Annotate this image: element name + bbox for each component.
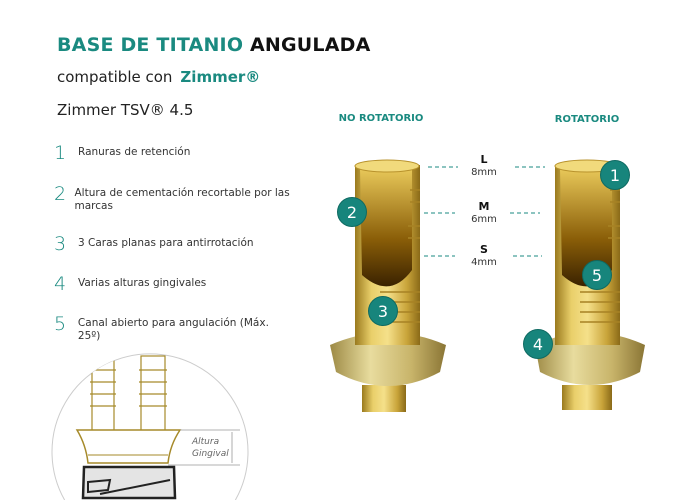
feature-text: Altura de cementación recortable por las… — [74, 187, 290, 212]
feature-item: 5 Canal abierto para angulación (Máx. 25º… — [54, 314, 294, 343]
feature-number: 2 — [54, 183, 67, 205]
collar — [330, 332, 446, 386]
feature-item: 2 Altura de cementación recortable por la… — [54, 184, 294, 213]
compatibility-line: compatible con Zimmer® — [57, 68, 260, 86]
feature-item: 1 Ranuras de retención — [54, 143, 294, 163]
feature-text: Varias alturas gingivales — [78, 277, 207, 289]
model-name: Zimmer TSV® 4.5 — [57, 101, 194, 119]
compat-label: compatible con — [57, 68, 173, 86]
feature-text: 3 Caras planas para antirrotación — [78, 237, 254, 249]
page-title: BASE DE TITANIO ANGULADA — [57, 34, 371, 56]
brand-name: Zimmer® — [180, 68, 261, 86]
variant-label-non-rotating: NO ROTATORIO — [338, 113, 424, 124]
abutment-rotating — [535, 159, 645, 410]
feature-text: Ranuras de retención — [78, 146, 191, 158]
feature-number: 3 — [54, 233, 67, 255]
feature-item: 3 3 Caras planas para antirrotación — [54, 234, 294, 254]
size-value: 6mm — [471, 214, 497, 225]
title-part2: ANGULADA — [250, 34, 371, 56]
hex-base — [362, 385, 406, 412]
callout-badge-3: 3 — [368, 296, 398, 326]
size-guide-lines — [424, 166, 545, 257]
size-letter: S — [480, 243, 488, 256]
size-letter: L — [480, 153, 488, 166]
callout-badge-1: 1 — [600, 160, 630, 190]
gingival-detail-diagram — [51, 353, 249, 500]
size-value: 4mm — [471, 257, 497, 268]
size-value: 8mm — [471, 167, 497, 178]
size-letter: M — [478, 200, 490, 213]
gingival-label-line2: Gingival — [192, 449, 229, 459]
callout-badge-4: 4 — [523, 329, 553, 359]
callout-badge-2: 2 — [337, 197, 367, 227]
callout-badge-5: 5 — [582, 260, 612, 290]
feature-number: 5 — [54, 313, 67, 335]
feature-number: 4 — [54, 273, 67, 295]
round-base — [562, 385, 612, 410]
variant-label-rotating: ROTATORIO — [554, 114, 620, 125]
collar — [535, 332, 645, 385]
title-part1: BASE DE TITANIO — [57, 34, 244, 56]
feature-number: 1 — [54, 142, 67, 164]
feature-text: Canal abierto para angulación (Máx. 25º) — [77, 317, 269, 342]
gingival-label-line1: Altura — [192, 437, 220, 447]
feature-item: 4 Varias alturas gingivales — [54, 274, 294, 294]
gingival-height-label: Altura Gingival — [192, 436, 229, 460]
